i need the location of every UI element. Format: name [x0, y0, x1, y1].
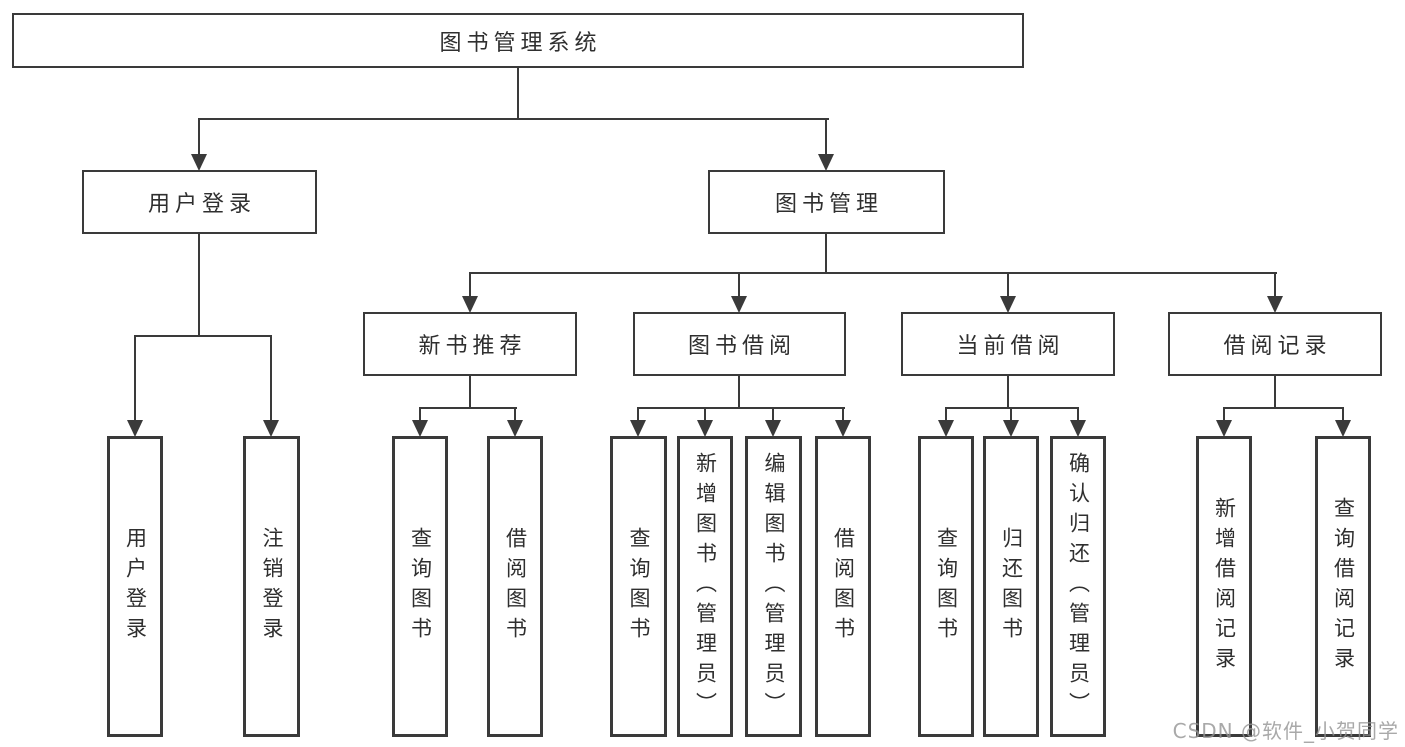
leaf-bb-borrow-book: 借阅图书 — [815, 436, 871, 737]
connector-user-login-drop — [198, 118, 200, 157]
connector-new-book-rec-drop — [469, 272, 471, 299]
arrowhead-borrow-record — [1267, 296, 1283, 313]
node-book-management: 图书管理 — [708, 170, 945, 234]
connector-nbr-rail — [419, 407, 517, 409]
node-new-book-recommend: 新书推荐 — [363, 312, 577, 376]
node-user-login: 用户登录 — [82, 170, 317, 234]
arrowhead-book-mgmt — [818, 154, 834, 171]
connector-nbr-query-drop — [419, 407, 421, 423]
connector-borrow-record-drop — [1274, 272, 1276, 299]
connector-bb-add-drop — [704, 407, 706, 423]
arrowhead-bb-borrow — [835, 420, 851, 437]
node-book-borrow: 图书借阅 — [633, 312, 846, 376]
connector-br-rail — [1223, 407, 1344, 409]
connector-bb-query-drop — [637, 407, 639, 423]
arrowhead-br-add — [1216, 420, 1232, 437]
leaf-bb-add-book-admin: 新增图书（管理员） — [677, 436, 733, 737]
connector-cb-rail — [945, 407, 1079, 409]
connector-leaf-user-login-drop — [134, 335, 136, 423]
connector-book-mgmt-rail — [469, 272, 1277, 274]
connector-leaf-logout-drop — [270, 335, 272, 423]
arrowhead-new-book-rec — [462, 296, 478, 313]
leaf-bb-query-book: 查询图书 — [610, 436, 667, 737]
connector-cb-query-drop — [945, 407, 947, 423]
leaf-nbr-borrow-book: 借阅图书 — [487, 436, 543, 737]
node-root: 图书管理系统 — [12, 13, 1024, 68]
node-current-borrow: 当前借阅 — [901, 312, 1115, 376]
arrowhead-cb-return — [1003, 420, 1019, 437]
connector-br-query-drop — [1342, 407, 1344, 423]
leaf-br-query-record: 查询借阅记录 — [1315, 436, 1371, 737]
connector-bb-edit-drop — [772, 407, 774, 423]
connector-br-stub — [1274, 376, 1276, 407]
connector-root-stub — [517, 68, 519, 118]
connector-user-login-stub — [198, 234, 200, 335]
arrowhead-nbr-borrow — [507, 420, 523, 437]
connector-nbr-borrow-drop — [514, 407, 516, 423]
arrowhead-leaf-user-login — [127, 420, 143, 437]
connector-book-borrow-drop — [738, 272, 740, 299]
leaf-logout: 注销登录 — [243, 436, 300, 737]
leaf-nbr-query-book: 查询图书 — [392, 436, 448, 737]
connector-book-mgmt-stub — [825, 234, 827, 272]
connector-br-add-drop — [1223, 407, 1225, 423]
connector-cb-return-drop — [1010, 407, 1012, 423]
connector-nbr-stub — [469, 376, 471, 407]
leaf-br-add-record: 新增借阅记录 — [1196, 436, 1252, 737]
connector-bb-stub — [738, 376, 740, 407]
connector-book-mgmt-drop — [825, 118, 827, 157]
connector-cb-confirm-drop — [1077, 407, 1079, 423]
csdn-watermark: CSDN @软件_小贺同学 — [1172, 719, 1399, 743]
arrowhead-book-borrow — [731, 296, 747, 313]
node-borrow-record: 借阅记录 — [1168, 312, 1382, 376]
arrowhead-cb-confirm — [1070, 420, 1086, 437]
connector-cb-stub — [1007, 376, 1009, 407]
arrowhead-user-login — [191, 154, 207, 171]
leaf-bb-edit-book-admin: 编辑图书（管理员） — [745, 436, 802, 737]
connector-current-borrow-drop — [1007, 272, 1009, 299]
arrowhead-nbr-query — [412, 420, 428, 437]
leaf-cb-confirm-return-admin: 确认归还（管理员） — [1050, 436, 1106, 737]
leaf-cb-return-book: 归还图书 — [983, 436, 1039, 737]
connector-root-rail — [198, 118, 829, 120]
arrowhead-bb-edit — [765, 420, 781, 437]
leaf-cb-query-book: 查询图书 — [918, 436, 974, 737]
arrowhead-br-query — [1335, 420, 1351, 437]
arrowhead-current-borrow — [1000, 296, 1016, 313]
arrowhead-leaf-logout — [263, 420, 279, 437]
arrowhead-bb-query — [630, 420, 646, 437]
connector-bb-borrow-drop — [842, 407, 844, 423]
leaf-user-login: 用户登录 — [107, 436, 163, 737]
arrowhead-cb-query — [938, 420, 954, 437]
connector-user-login-rail — [134, 335, 272, 337]
arrowhead-bb-add — [697, 420, 713, 437]
connector-bb-rail — [637, 407, 845, 409]
